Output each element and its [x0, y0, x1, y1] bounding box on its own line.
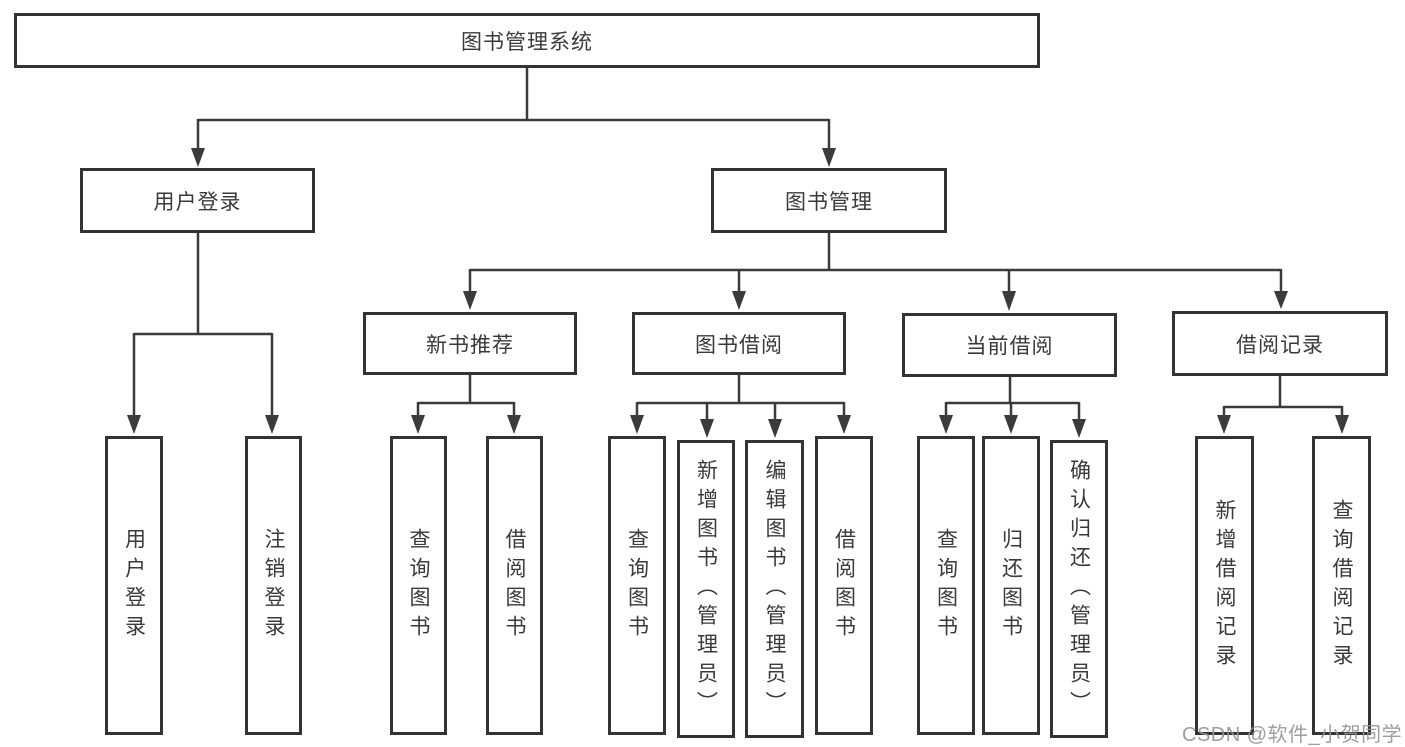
- node-book-management-label: 图书管理: [785, 190, 873, 214]
- node-new-book-recommend: 新书推荐: [363, 312, 577, 375]
- leaf-edit-books-admin-label: 编辑图书（管理员）: [763, 458, 786, 720]
- leaf-current-query-books-label: 查询图书: [934, 527, 958, 644]
- leaf-logout: 注销登录: [245, 436, 302, 735]
- leaf-newbook-query-books: 查询图书: [390, 436, 447, 735]
- leaf-confirm-return-admin-label: 确认归还（管理员）: [1067, 458, 1091, 720]
- leaf-query-borrow-record-label: 查询借阅记录: [1330, 498, 1353, 673]
- csdn-watermark: CSDN @软件_小贺同学: [1182, 724, 1403, 746]
- leaf-query-borrow-record: 查询借阅记录: [1312, 436, 1371, 735]
- leaf-borrow-query-books-label: 查询图书: [625, 527, 649, 644]
- node-borrowing-records: 借阅记录: [1172, 311, 1388, 376]
- arrowheads: [127, 148, 1349, 438]
- leaf-newbook-borrow-books-label: 借阅图书: [503, 527, 526, 644]
- leaf-user-login-label: 用户登录: [122, 527, 146, 644]
- node-book-borrowing-label: 图书借阅: [695, 333, 783, 357]
- leaf-add-borrow-record: 新增借阅记录: [1195, 436, 1254, 735]
- leaf-newbook-borrow-books: 借阅图书: [486, 436, 543, 735]
- node-book-management: 图书管理: [711, 168, 947, 233]
- leaf-current-query-books: 查询图书: [917, 436, 975, 735]
- leaf-borrow-query-books: 查询图书: [608, 436, 666, 735]
- leaf-add-books-admin: 新增图书（管理员）: [677, 440, 735, 738]
- leaf-add-books-admin-label: 新增图书（管理员）: [694, 458, 718, 720]
- leaf-borrow-books: 借阅图书: [815, 436, 873, 735]
- leaf-user-login: 用户登录: [105, 436, 163, 735]
- tree-edges: [132, 68, 1344, 423]
- leaf-edit-books-admin: 编辑图书（管理员）: [745, 440, 804, 738]
- node-borrowing-records-label: 借阅记录: [1236, 333, 1324, 357]
- node-root-label: 图书管理系统: [461, 30, 593, 54]
- node-book-borrowing: 图书借阅: [632, 312, 846, 375]
- leaf-return-books: 归还图书: [982, 436, 1040, 735]
- leaf-newbook-query-books-label: 查询图书: [407, 527, 430, 644]
- leaf-borrow-books-label: 借阅图书: [832, 527, 856, 644]
- leaf-confirm-return-admin: 确认归还（管理员）: [1050, 440, 1108, 738]
- node-current-borrowing-label: 当前借阅: [965, 335, 1054, 358]
- leaf-logout-label: 注销登录: [262, 527, 285, 644]
- leaf-add-borrow-record-label: 新增借阅记录: [1213, 498, 1236, 673]
- node-user-login-label: 用户登录: [153, 190, 242, 214]
- node-new-book-recommend-label: 新书推荐: [426, 333, 514, 357]
- node-root-system: 图书管理系统: [14, 13, 1040, 68]
- leaf-return-books-label: 归还图书: [999, 527, 1023, 644]
- node-user-login: 用户登录: [80, 168, 315, 233]
- node-current-borrowing: 当前借阅: [902, 313, 1117, 377]
